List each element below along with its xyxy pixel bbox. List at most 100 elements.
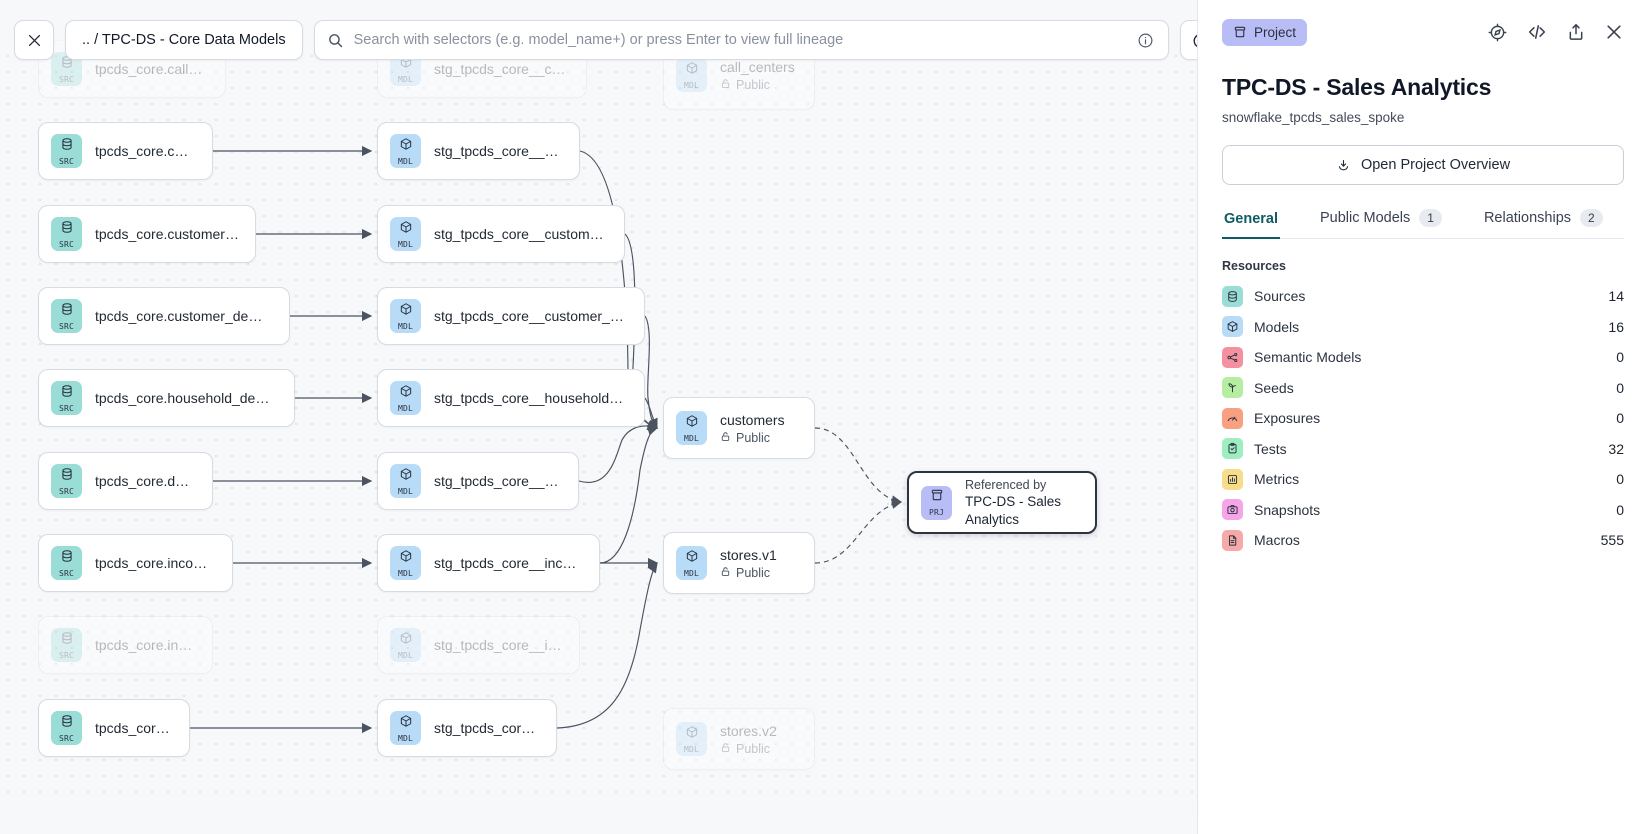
- sprout-icon: [1222, 377, 1243, 399]
- resource-label: Exposures: [1254, 410, 1321, 427]
- project-type-badge[interactable]: Project: [1222, 18, 1308, 46]
- node-title: tpcds_core.customer_address: [95, 226, 239, 242]
- node-visibility: Public: [720, 431, 785, 445]
- tab-general[interactable]: General: [1222, 211, 1280, 239]
- close-lineage-button[interactable]: [14, 20, 54, 60]
- tab-label: Relationships: [1483, 210, 1572, 226]
- bar-chart-icon: [1222, 468, 1243, 490]
- node-visibility-label: Public: [736, 565, 771, 580]
- node-title: stg_tpcds_core__call_center: [434, 61, 570, 77]
- lineage-canvas[interactable]: SRCtpcds_core.call_centerMDLstg_tpcds_co…: [0, 0, 1197, 834]
- node-type-tag: SRC: [58, 733, 75, 743]
- refresh-icon: [1191, 31, 1197, 50]
- info-icon[interactable]: [1137, 32, 1154, 49]
- node-type-chip: MDL: [676, 58, 707, 92]
- node-type-tag: SRC: [58, 486, 75, 496]
- resource-count: 0: [1616, 349, 1624, 366]
- lineage-node[interactable]: SRC tpcds_core.customer_address: [38, 205, 256, 263]
- close-panel-icon[interactable]: [1604, 22, 1624, 42]
- node-type-chip: SRC: [51, 217, 82, 251]
- node-visibility: Public: [720, 566, 777, 580]
- explore-icon[interactable]: [1487, 22, 1508, 43]
- node-type-chip: SRC: [51, 546, 82, 580]
- search-input[interactable]: Search with selectors (e.g. model_name+)…: [313, 20, 1169, 60]
- refresh-button[interactable]: [1179, 20, 1197, 60]
- node-type-tag: PRJ: [928, 508, 945, 517]
- resource-count: 14: [1608, 288, 1624, 305]
- node-type-chip: SRC: [51, 134, 82, 168]
- lock-icon: [720, 78, 731, 92]
- resource-row-sources[interactable]: Sources 14: [1222, 281, 1624, 312]
- cube-icon: [399, 220, 413, 239]
- search-placeholder: Search with selectors (e.g. model_name+)…: [353, 32, 844, 48]
- project-icon: [1233, 25, 1247, 39]
- details-panel: Project: [1197, 0, 1648, 834]
- lock-icon: [720, 431, 731, 445]
- breadcrumb-button[interactable]: .. / TPC-DS - Core Data Models: [65, 20, 303, 60]
- node-type-chip: MDL: [390, 134, 421, 168]
- lock-icon: [720, 566, 731, 580]
- lineage-node[interactable]: MDLstg_tpcds_core__customer_demogra…: [377, 287, 645, 345]
- node-title: tpcds_core.inventory: [95, 637, 196, 653]
- cube-icon: [685, 414, 699, 433]
- resource-count: 0: [1616, 379, 1624, 396]
- database-icon: [60, 384, 74, 403]
- node-type-tag: MDL: [397, 568, 414, 578]
- open-project-overview-label: Open Project Overview: [1360, 157, 1511, 173]
- node-title: stg_tpcds_core__date_dim: [434, 473, 562, 489]
- share-icon[interactable]: [1566, 22, 1586, 42]
- details-header: Project: [1222, 0, 1624, 58]
- resource-label: Sources: [1254, 288, 1306, 305]
- cube-icon: [399, 137, 413, 156]
- resource-count: 0: [1616, 501, 1624, 518]
- open-project-overview-button[interactable]: Open Project Overview: [1222, 145, 1624, 185]
- node-title: stg_tpcds_core__household_demogr…: [434, 390, 628, 406]
- file-icon: [1222, 529, 1243, 551]
- node-title: TPC-DS - Sales Analytics: [965, 493, 1062, 527]
- node-type-tag: SRC: [58, 239, 75, 249]
- node-type-chip: SRC: [51, 464, 82, 498]
- node-title: tpcds_core.household_demographics: [95, 390, 278, 406]
- node-title: call_centers: [720, 58, 795, 75]
- search-icon: [327, 32, 344, 49]
- lineage-edge: [644, 397, 658, 430]
- lineage-edge: [599, 425, 659, 564]
- resource-count: 16: [1608, 318, 1624, 335]
- resources-heading: Resources: [1222, 259, 1286, 273]
- code-icon[interactable]: [1526, 21, 1548, 43]
- clipboard-icon: [1222, 438, 1243, 460]
- project-icon: [930, 488, 944, 507]
- lineage-node[interactable]: MDLstg_tpcds_core__household_demogr…: [377, 369, 645, 427]
- node-type-chip: MDL: [676, 546, 707, 580]
- lineage-toolbar: .. / TPC-DS - Core Data Models Search wi…: [14, 20, 1197, 60]
- project-overview-icon: [1336, 158, 1351, 173]
- lock-icon: [720, 742, 731, 756]
